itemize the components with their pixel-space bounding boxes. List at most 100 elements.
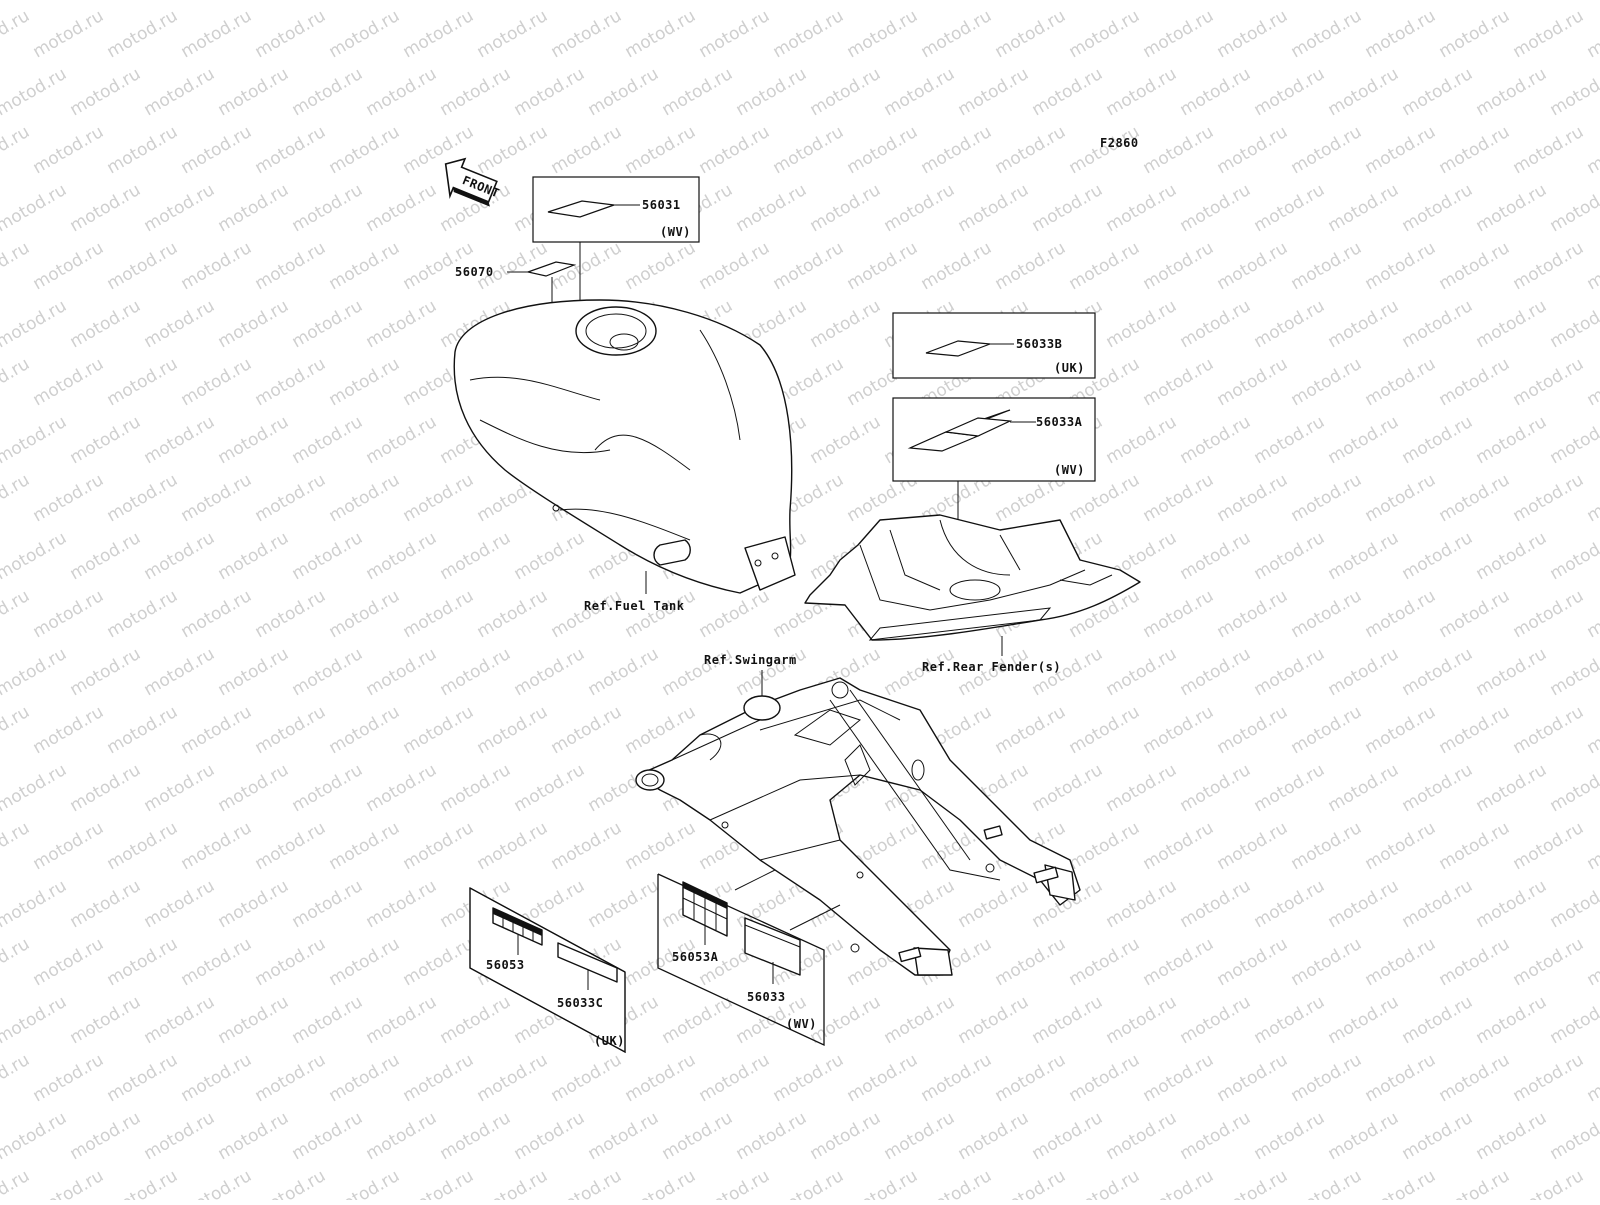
market-uk-bottom: (UK) (594, 1034, 625, 1048)
watermark-text: motod.ru (1029, 1108, 1107, 1164)
watermark-text: motod.ru (1140, 818, 1218, 874)
watermark-text: motod.ru (104, 934, 182, 990)
watermark-text: motod.ru (696, 1166, 774, 1200)
watermark-text: motod.ru (622, 586, 700, 642)
watermark-text: motod.ru (0, 644, 70, 700)
watermark-text: motod.ru (104, 238, 182, 294)
watermark-text: motod.ru (0, 934, 33, 990)
watermark-text: motod.ru (1325, 644, 1403, 700)
watermark-text: motod.ru (363, 412, 441, 468)
watermark-text: motod.ru (178, 6, 256, 62)
watermark-text: motod.ru (252, 6, 330, 62)
watermark-text: motod.ru (1325, 296, 1403, 352)
watermark-text: motod.ru (326, 1050, 404, 1106)
watermark-text: motod.ru (1140, 238, 1218, 294)
watermark-text: motod.ru (0, 876, 70, 932)
watermark-text: motod.ru (252, 934, 330, 990)
watermark-text: motod.ru (844, 1050, 922, 1106)
market-wv-mid: (WV) (1054, 463, 1085, 477)
watermark-text: motod.ru (1251, 64, 1329, 120)
watermark-text: motod.ru (178, 1050, 256, 1106)
watermark-text: motod.ru (363, 0, 441, 4)
watermark-text: motod.ru (622, 1166, 700, 1200)
watermark-text: motod.ru (1473, 0, 1551, 4)
watermark-text: motod.ru (511, 760, 589, 816)
watermark-text: motod.ru (0, 64, 70, 120)
watermark-text: motod.ru (1103, 876, 1181, 932)
watermark-text: motod.ru (400, 818, 478, 874)
watermark-text: motod.ru (0, 1050, 33, 1106)
watermark-text: motod.ru (1288, 6, 1366, 62)
watermark-text: motod.ru (548, 818, 626, 874)
watermark-text: motod.ru (1214, 1166, 1292, 1200)
watermark-text: motod.ru (955, 992, 1033, 1048)
part-56033C: 56033C (557, 996, 603, 1010)
watermark-text: motod.ru (844, 122, 922, 178)
watermark-text: motod.ru (1325, 0, 1403, 4)
watermark-text: motod.ru (215, 528, 293, 584)
watermark-text: motod.ru (1251, 296, 1329, 352)
watermark-text: motod.ru (585, 0, 663, 4)
watermark-text: motod.ru (1103, 64, 1181, 120)
watermark-text: motod.ru (1362, 238, 1440, 294)
watermark-text: motod.ru (1325, 528, 1403, 584)
watermark-text: motod.ru (1066, 702, 1144, 758)
watermark-text: motod.ru (104, 586, 182, 642)
watermark-text: motod.ru (363, 528, 441, 584)
watermark-text: motod.ru (1288, 702, 1366, 758)
watermark-text: motod.ru (215, 876, 293, 932)
watermark-text: motod.ru (326, 238, 404, 294)
watermark-text: motod.ru (289, 296, 367, 352)
watermark-text: motod.ru (1251, 644, 1329, 700)
watermark-text: motod.ru (141, 0, 219, 4)
watermark-text: motod.ru (1584, 238, 1600, 294)
watermark-text: motod.ru (1362, 470, 1440, 526)
part-56053A: 56053A (672, 950, 719, 964)
watermark-text: motod.ru (1473, 180, 1551, 236)
watermark-text: motod.ru (141, 412, 219, 468)
watermark-text: motod.ru (289, 876, 367, 932)
watermark-text: motod.ru (104, 122, 182, 178)
watermark-text: motod.ru (141, 644, 219, 700)
watermark-text: motod.ru (696, 586, 774, 642)
watermark-text: motod.ru (1140, 1166, 1218, 1200)
watermark-text: motod.ru (770, 6, 848, 62)
watermark-text: motod.ru (1362, 354, 1440, 410)
watermark-text: motod.ru (0, 1108, 70, 1164)
watermark-text: motod.ru (1140, 586, 1218, 642)
watermark-text: motod.ru (1584, 818, 1600, 874)
watermark-text: motod.ru (326, 702, 404, 758)
watermark-text: motod.ru (0, 992, 70, 1048)
watermark-text: motod.ru (1251, 180, 1329, 236)
watermark-text: motod.ru (0, 818, 33, 874)
watermark-text: motod.ru (881, 0, 959, 4)
watermark-text: motod.ru (1103, 1108, 1181, 1164)
watermark-text: motod.ru (1399, 64, 1477, 120)
watermark-text: motod.ru (67, 1108, 145, 1164)
watermark-text: motod.ru (1288, 122, 1366, 178)
watermark-text: motod.ru (252, 818, 330, 874)
watermark-text: motod.ru (1103, 412, 1181, 468)
watermark-text: motod.ru (1436, 122, 1514, 178)
watermark-text: motod.ru (104, 354, 182, 410)
watermark-text: motod.ru (1399, 1108, 1477, 1164)
watermark-text: motod.ru (1103, 180, 1181, 236)
watermark-text: motod.ru (141, 528, 219, 584)
watermark-text: motod.ru (1140, 702, 1218, 758)
watermark-text: motod.ru (0, 238, 33, 294)
watermark-text: motod.ru (141, 992, 219, 1048)
watermark-text: motod.ru (67, 992, 145, 1048)
watermark-text: motod.ru (696, 6, 774, 62)
watermark-text: motod.ru (1214, 702, 1292, 758)
watermark-text: motod.ru (215, 992, 293, 1048)
watermark-text: motod.ru (30, 934, 108, 990)
watermark-text: motod.ru (1325, 760, 1403, 816)
watermark-text: motod.ru (1103, 760, 1181, 816)
watermark-text: motod.ru (30, 470, 108, 526)
watermark-text: motod.ru (1473, 644, 1551, 700)
watermark-text: motod.ru (1251, 0, 1329, 4)
watermark-text: motod.ru (215, 0, 293, 4)
watermark-text: motod.ru (30, 354, 108, 410)
watermark-text: motod.ru (178, 934, 256, 990)
part-56031: 56031 (642, 198, 681, 212)
